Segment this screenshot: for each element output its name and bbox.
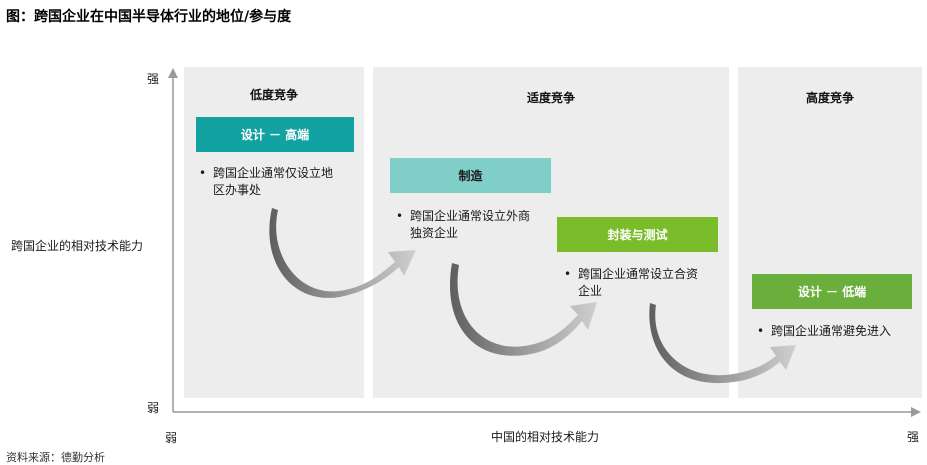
curved-arrow-3 bbox=[649, 303, 796, 384]
panel-high-title: 高度竞争 bbox=[805, 91, 854, 105]
y-axis-title: 跨国企业的相对技术能力 bbox=[11, 239, 144, 253]
curved-arrow-1 bbox=[269, 208, 416, 298]
x-axis-strong-label: 强 bbox=[907, 430, 920, 444]
panel-high-competition: 高度竞争 bbox=[738, 67, 922, 398]
stage-box-design-low: 设计 － 低端 bbox=[752, 274, 912, 309]
bullet-design-high-line2: 区办事处 bbox=[213, 183, 262, 197]
x-axis-weak-label: 弱 bbox=[165, 431, 178, 445]
bullet-dot: • bbox=[757, 324, 765, 338]
y-axis-strong-label: 强 bbox=[147, 72, 160, 86]
bullet-manufacturing-line2: 独资企业 bbox=[410, 226, 459, 240]
panel-low-title: 低度竞争 bbox=[249, 88, 298, 102]
bullet-design-high: • 跨国企业通常仅设立地 区办事处 bbox=[199, 165, 363, 199]
source-note: 资料来源：德勤分析 bbox=[6, 451, 105, 464]
stage-box-packaging-testing: 封装与测试 bbox=[557, 217, 718, 252]
bullet-packaging-testing: • 跨国企业通常设立合资 企业 bbox=[564, 266, 728, 300]
bullet-design-high-line1: 跨国企业通常仅设立地 bbox=[213, 166, 334, 180]
bullet-design-low: • 跨国企业通常避免进入 bbox=[757, 323, 921, 340]
bullet-manufacturing-line1: 跨国企业通常设立外商 bbox=[410, 209, 531, 223]
panel-mid-title: 适度竞争 bbox=[526, 91, 575, 105]
bullet-packaging-line2: 企业 bbox=[578, 284, 603, 298]
stage-box-design-high: 设计 － 高端 bbox=[196, 117, 354, 152]
y-axis-weak-label: 弱 bbox=[147, 401, 160, 415]
bullet-design-low-line1: 跨国企业通常避免进入 bbox=[771, 324, 892, 338]
x-axis-arrowhead bbox=[911, 407, 921, 417]
bullet-dot: • bbox=[199, 166, 207, 180]
bullet-dot: • bbox=[396, 209, 404, 223]
figure-title: 图：跨国企业在中国半导体行业的地位/参与度 bbox=[6, 9, 292, 25]
bullet-manufacturing: • 跨国企业通常设立外商 独资企业 bbox=[396, 208, 560, 242]
y-axis-arrowhead bbox=[168, 68, 178, 78]
bullet-packaging-line1: 跨国企业通常设立合资 bbox=[578, 267, 699, 281]
stage-box-manufacturing: 制造 bbox=[390, 158, 551, 193]
bullet-dot: • bbox=[564, 267, 572, 281]
curved-arrow-2 bbox=[450, 263, 597, 356]
x-axis-title: 中国的相对技术能力 bbox=[491, 430, 600, 444]
